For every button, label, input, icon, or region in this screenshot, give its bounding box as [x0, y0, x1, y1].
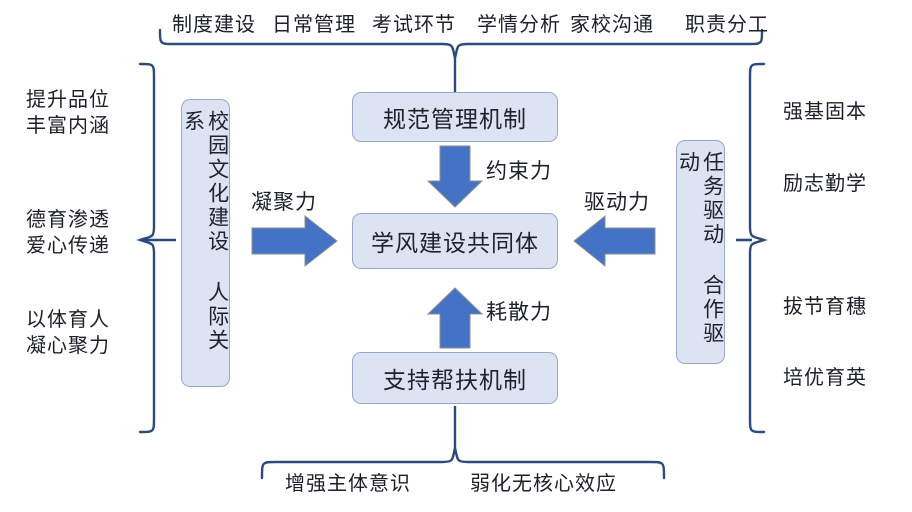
force-label-constraint: 约束力: [486, 159, 552, 183]
left-brace: [136, 62, 156, 434]
bottom-brace-label-0: 增强主体意识: [285, 473, 411, 495]
node-bottom-support[interactable]: 支持帮扶机制: [352, 352, 558, 404]
force-label-drive: 驱动力: [584, 190, 650, 214]
arrow-left-drive-icon: [573, 214, 656, 268]
right-brace-label-0: 强基固本: [783, 101, 867, 123]
top-brace-label-0: 制度建设: [172, 14, 256, 36]
top-brace-label-2: 考试环节: [372, 14, 456, 36]
right-brace-label-2: 拔节育穗: [783, 296, 867, 318]
arrow-up-dissipation-icon: [426, 287, 484, 349]
arrow-down-constraint-icon: [426, 145, 484, 208]
bottom-brace-label-1: 弱化无核心效应: [470, 473, 617, 495]
node-right-task-drive[interactable]: 任务驱动 合作驱动: [676, 140, 725, 364]
right-brace-label-3: 培优育英: [783, 367, 867, 389]
left-brace-label-2: 以体育人 凝心聚力: [26, 309, 110, 357]
top-brace-label-4: 家校沟通: [570, 14, 654, 36]
force-label-cohesion: 凝聚力: [251, 190, 317, 214]
top-brace-label-3: 学情分析: [477, 14, 561, 36]
left-brace-label-0: 提升品位 丰富内涵: [26, 89, 110, 137]
left-brace-label-1: 德育渗透 爱心传递: [26, 209, 110, 257]
node-top-management[interactable]: 规范管理机制: [352, 92, 558, 142]
force-label-dissipation: 耗散力: [486, 300, 552, 324]
node-left-campus-culture[interactable]: 校园文化建设 人际关系: [181, 99, 230, 387]
node-center-community[interactable]: 学风建设共同体: [352, 213, 558, 269]
arrow-right-cohesion-icon: [251, 214, 338, 268]
top-brace-label-1: 日常管理: [272, 14, 356, 36]
right-brace-label-1: 励志勤学: [783, 173, 867, 195]
top-brace-label-5: 职责分工: [685, 14, 769, 36]
right-brace: [748, 62, 768, 434]
